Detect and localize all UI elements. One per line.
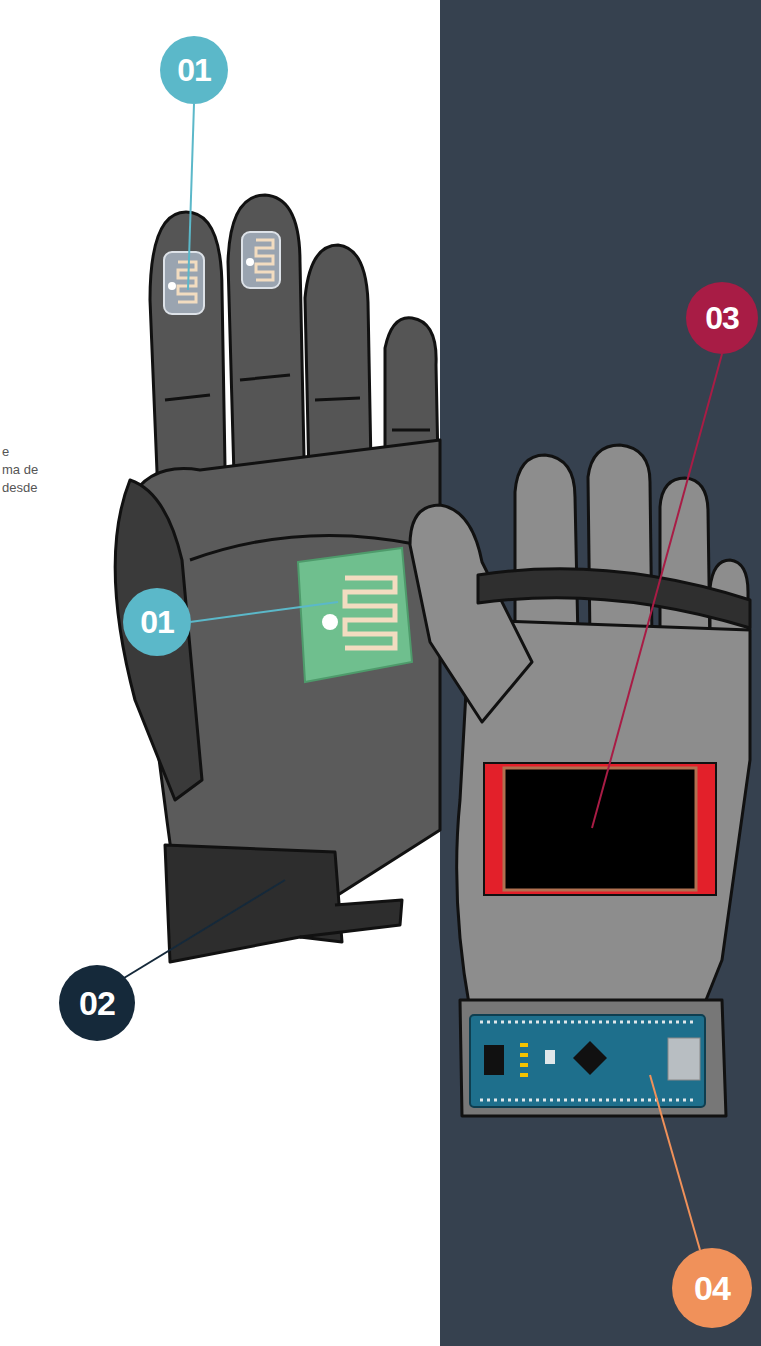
- board-usb: [668, 1038, 700, 1080]
- display-module: [484, 763, 716, 895]
- board-header: [484, 1045, 504, 1075]
- callout-number: 02: [59, 965, 135, 1041]
- leader-line: [190, 602, 338, 622]
- text-fragment: e ma de desde: [2, 444, 38, 495]
- wrap-spacer: [11, 443, 44, 459]
- glove-thumb-patch: [115, 480, 202, 800]
- callout-number: 01: [160, 36, 228, 104]
- sensor-dot: [322, 614, 338, 630]
- leader-line: [592, 354, 722, 828]
- tip-sensor: [164, 232, 280, 314]
- sensor-pad: [242, 232, 280, 288]
- leader-line: [188, 104, 194, 290]
- glove-cuff: [165, 845, 342, 962]
- sensor-dot: [168, 282, 176, 290]
- board-pins: [480, 1022, 695, 1100]
- callout-number: 01: [123, 588, 191, 656]
- glove-finger: [515, 455, 578, 640]
- glove-thumb: [410, 505, 532, 722]
- microcontroller-board: [470, 1015, 705, 1107]
- leader-line: [124, 880, 285, 978]
- board-leds: [520, 1045, 528, 1075]
- sensor-trace: [256, 240, 273, 280]
- sensor-trace: [178, 262, 196, 302]
- front-glove: [410, 445, 750, 1116]
- board-button: [545, 1050, 555, 1064]
- leader-line: [650, 1075, 700, 1250]
- flex-sensor: [298, 548, 412, 682]
- leader-lines: [124, 104, 722, 1250]
- sensor-dot: [246, 258, 254, 266]
- display-board: [484, 763, 716, 895]
- glove-cuff: [460, 1000, 726, 1116]
- sensor-trace: [345, 578, 395, 648]
- glove-strap: [300, 900, 402, 937]
- callout-number: 04: [672, 1248, 752, 1328]
- text-fragment-box: e ma de desde: [2, 443, 44, 497]
- sensor-board: [298, 548, 412, 682]
- glove-strap: [478, 569, 750, 628]
- board-chip: [573, 1041, 607, 1075]
- callout-number: 03: [686, 282, 758, 354]
- board-pcb: [470, 1015, 705, 1107]
- finger-joint: [165, 375, 430, 430]
- glove-finger: [660, 478, 710, 650]
- sensor-pad: [164, 252, 204, 314]
- glove-finger: [588, 445, 652, 640]
- back-glove: [115, 195, 440, 962]
- display-screen: [504, 768, 696, 890]
